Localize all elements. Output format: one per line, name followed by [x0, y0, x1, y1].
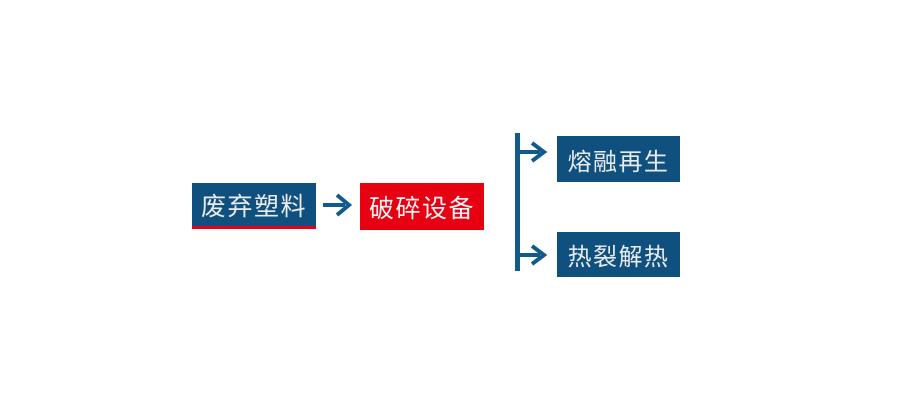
node-source-label: 废弃塑料	[200, 192, 307, 221]
node-branch-melt-recycle-label: 熔融再生	[567, 148, 670, 176]
node-process-label: 破碎设备	[368, 194, 475, 223]
node-branch-pyrolysis[interactable]: 热裂解热	[557, 232, 680, 277]
node-branch-melt-recycle[interactable]: 熔融再生	[557, 136, 680, 182]
branch-split-icon	[515, 133, 520, 271]
arrow-right-icon	[322, 192, 356, 218]
branch-arrow-bottom-icon	[518, 243, 554, 267]
node-branch-pyrolysis-label: 热裂解热	[567, 244, 670, 271]
node-process[interactable]: 破碎设备	[360, 183, 484, 230]
node-source[interactable]: 废弃塑料	[192, 183, 316, 226]
node-source-underline	[192, 226, 316, 229]
branch-arrow-top-icon	[518, 140, 554, 164]
